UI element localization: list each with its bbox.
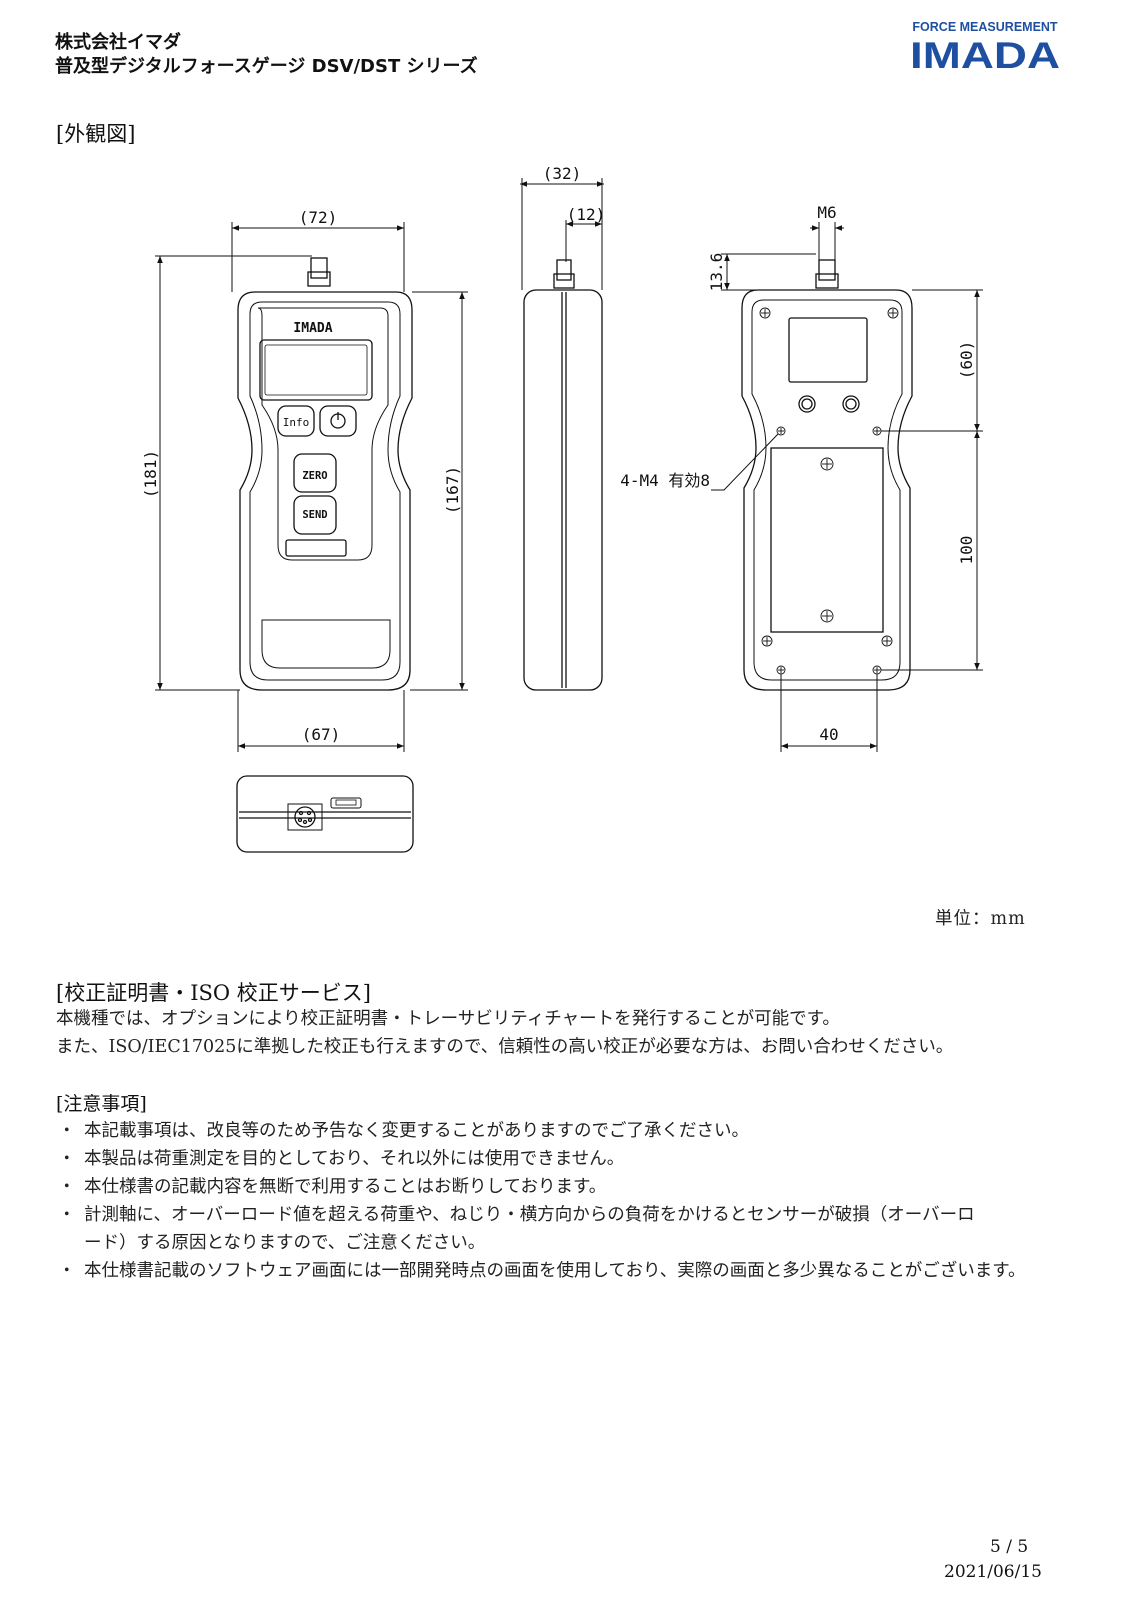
exterior-drawing: IMADA Info ZERO SEND xyxy=(141,164,983,853)
note-text: 本製品は荷重測定を目的としており、それ以外には使用できません。 xyxy=(84,1149,625,1169)
callout-rear-holes: 4-M4 有効8 xyxy=(620,471,710,490)
note-item: ・本記載事項は、改良等のため予告なく変更することがありますのでご了承ください。 xyxy=(56,1117,1086,1145)
note-item: ・本仕様書の記載内容を無断で利用することはお断りしております。 xyxy=(56,1173,1086,1201)
company-name: 株式会社イマダ xyxy=(55,32,181,53)
imada-logo: FORCE MEASUREMENT IMADA xyxy=(910,20,1060,74)
rear-body-outline xyxy=(741,289,913,691)
info-button-label: Info xyxy=(283,416,310,429)
dim-rear-shaft-length: 13.6 xyxy=(707,253,726,292)
rear-battery-cover xyxy=(770,447,884,633)
note-text: 計測軸に、オーバーロード値を超える荷重や、ねじり・横方向からの負荷をかけるとセン… xyxy=(84,1205,975,1253)
note-text: 本仕様書記載のソフトウェア画面には一部開発時点の画面を使用しており、実際の画面と… xyxy=(84,1261,1026,1281)
zero-button-label: ZERO xyxy=(302,470,327,482)
note-item: ・本仕様書記載のソフトウェア画面には一部開発時点の画面を使用しており、実際の画面… xyxy=(56,1257,1086,1285)
bottom-body xyxy=(236,775,414,853)
front-shaft-nut xyxy=(307,271,331,287)
rear-view xyxy=(741,259,913,691)
send-button xyxy=(293,495,337,535)
note-bullet: ・ xyxy=(58,1261,76,1281)
notes-section-title: [注意事項] xyxy=(56,1093,147,1115)
unit-label: 単位：mm xyxy=(935,909,1026,929)
connector-icon xyxy=(294,806,316,828)
note-text: 本記載事項は、改良等のため予告なく変更することがありますのでご了承ください。 xyxy=(84,1121,749,1141)
calibration-text-2: また、ISO/IEC17025に準拠した校正も行えますので、信頼性の高い校正が必… xyxy=(56,1037,954,1057)
exterior-section-title: [外観図] xyxy=(56,122,136,146)
front-body-outline xyxy=(237,291,413,691)
zero-button xyxy=(293,453,337,493)
document-date: 2021/06/15 xyxy=(944,1562,1042,1582)
rear-window xyxy=(788,317,868,383)
note-bullet: ・ xyxy=(58,1177,76,1197)
front-small-window xyxy=(285,539,347,557)
logo-wordmark: IMADA xyxy=(910,35,1060,74)
front-dimensions xyxy=(155,222,468,752)
note-bullet: ・ xyxy=(58,1205,76,1225)
calibration-section-title: [校正証明書・ISO 校正サービス] xyxy=(56,981,371,1005)
info-button xyxy=(277,405,315,437)
note-item: ・計測軸に、オーバーロード値を超える荷重や、ねじり・横方向からの負荷をかけるとセ… xyxy=(56,1201,984,1257)
calibration-text-1: 本機種では、オプションにより校正証明書・トレーサビリティチャートを発行することが… xyxy=(56,1009,840,1029)
page-number: 5 / 5 xyxy=(990,1537,1029,1557)
note-item: ・本製品は荷重測定を目的としており、それ以外には使用できません。 xyxy=(56,1145,1086,1173)
dim-front-height-total: (181) xyxy=(141,450,160,498)
usb-port-icon xyxy=(330,797,362,809)
note-text: 本仕様書の記載内容を無断で利用することはお断りしております。 xyxy=(84,1177,607,1197)
dim-rear-hole-spacing: 40 xyxy=(819,725,838,744)
side-view xyxy=(523,259,603,691)
logo-tagline: FORCE MEASUREMENT xyxy=(912,20,1058,34)
send-button-label: SEND xyxy=(302,509,327,521)
note-bullet: ・ xyxy=(58,1121,76,1141)
dim-side-depth: (32) xyxy=(543,164,582,183)
power-button xyxy=(319,405,357,437)
side-body xyxy=(523,289,603,691)
note-bullet: ・ xyxy=(58,1149,76,1169)
bottom-view xyxy=(236,775,414,853)
front-view: IMADA Info ZERO SEND xyxy=(237,257,413,691)
dim-rear-lower: 100 xyxy=(957,536,976,565)
front-shaft xyxy=(310,257,328,279)
dim-rear-thread: M6 xyxy=(817,203,836,222)
dim-front-height-body: (167) xyxy=(443,466,462,514)
notes-list: ・本記載事項は、改良等のため予告なく変更することがありますのでご了承ください。 … xyxy=(56,1117,1086,1285)
dim-rear-upper: (60) xyxy=(957,341,976,380)
device-lcd xyxy=(259,339,373,401)
device-logo: IMADA xyxy=(293,321,332,336)
dim-front-width-top: (72) xyxy=(299,208,338,227)
dim-front-width-bottom: (67) xyxy=(302,725,341,744)
document-title: 普及型デジタルフォースゲージ DSV/DST シリーズ xyxy=(55,56,478,77)
dim-side-shaft: (12) xyxy=(567,205,606,224)
